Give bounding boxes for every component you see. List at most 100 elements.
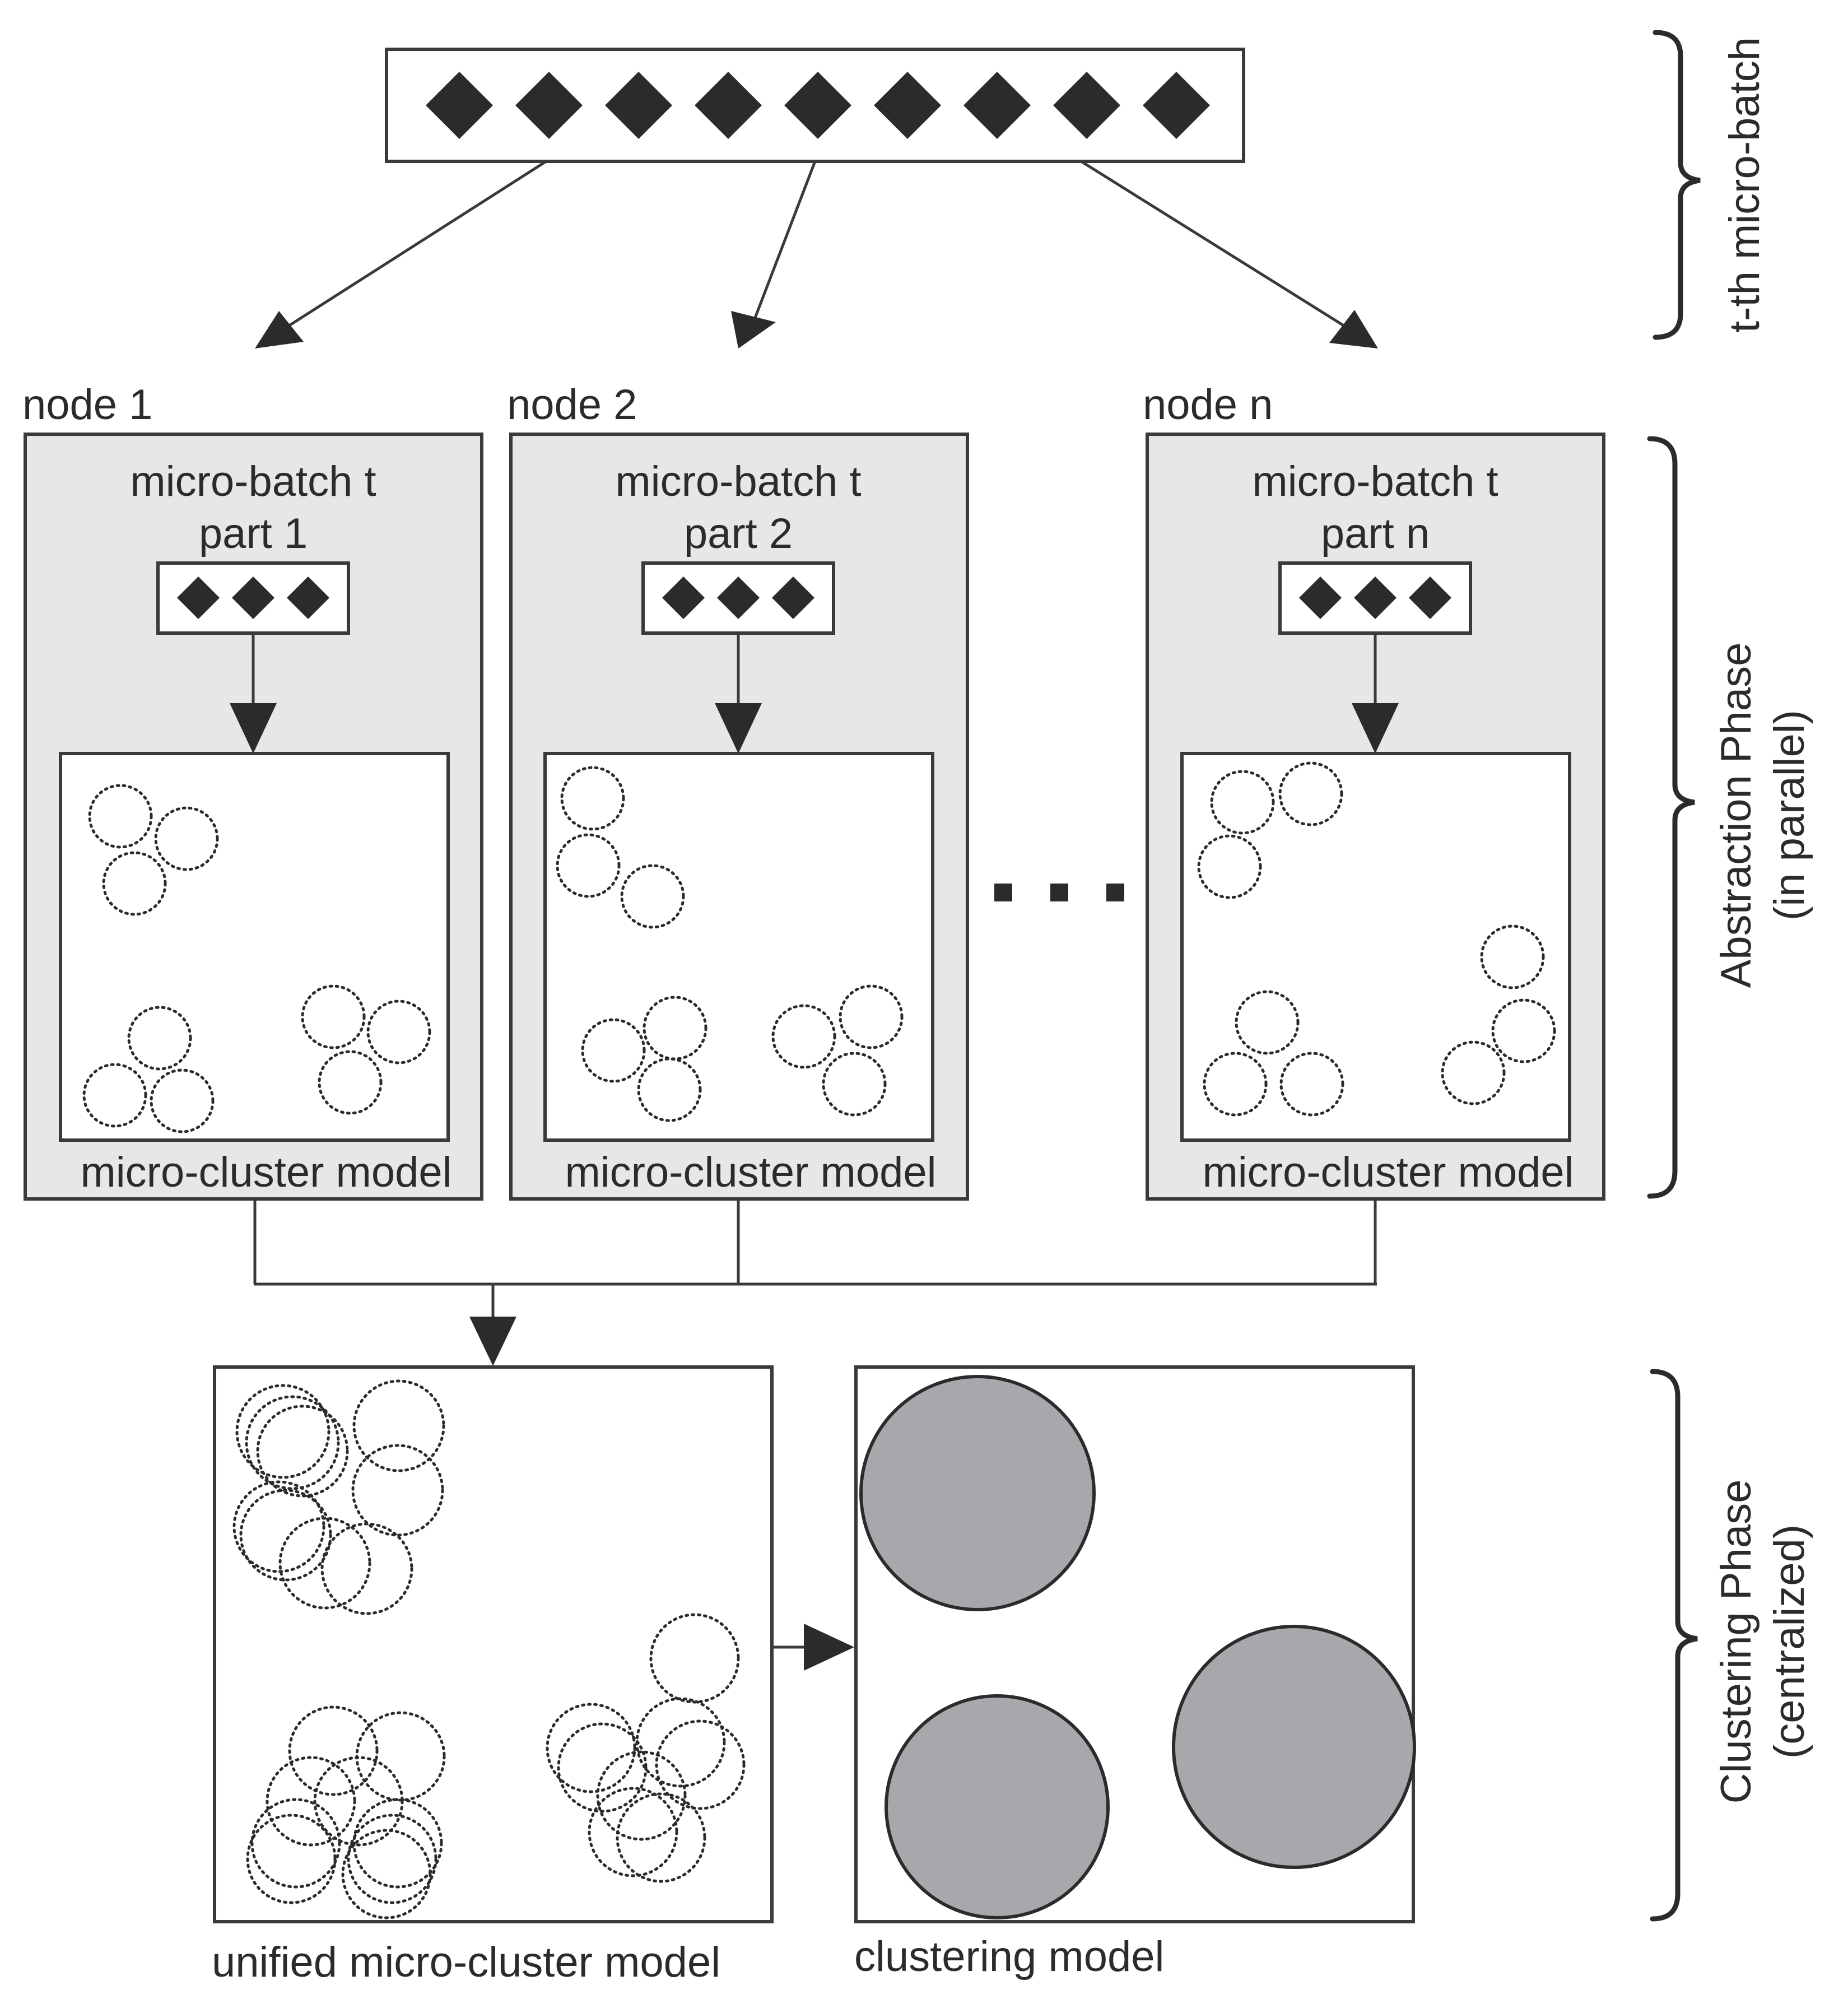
batch-brace xyxy=(1653,30,1701,340)
node-2: node 2 micro-batch t part 2 micro-cluste… xyxy=(507,381,969,1201)
micro-cluster xyxy=(1235,990,1300,1055)
micro-cluster xyxy=(596,1750,687,1841)
micro-cluster xyxy=(560,766,625,831)
micro-cluster xyxy=(351,1444,444,1537)
data-item-diamond xyxy=(177,577,220,619)
split-arrows xyxy=(255,160,1378,348)
micro-cluster xyxy=(822,1052,887,1117)
node-2-batch-line1: micro-batch t xyxy=(615,458,861,505)
micro-cluster xyxy=(320,1522,413,1615)
micro-batch-items xyxy=(426,72,1210,139)
node-n-down-arrowhead xyxy=(1352,703,1399,754)
unified-model: unified micro-cluster model xyxy=(212,1365,774,1986)
micro-cluster xyxy=(771,1004,836,1069)
micro-cluster xyxy=(341,1829,432,1919)
micro-cluster xyxy=(1278,761,1343,826)
batch-phase-label: t-th micro-batch xyxy=(1721,37,1768,333)
micro-cluster xyxy=(82,1063,147,1128)
micro-cluster xyxy=(839,984,904,1049)
micro-cluster xyxy=(616,1792,706,1883)
node-1: node 1 micro-batch t part 1 micro-cluste… xyxy=(22,381,483,1201)
micro-cluster xyxy=(235,1384,331,1479)
micro-cluster xyxy=(150,1068,215,1133)
ellipsis-dot xyxy=(1106,884,1124,901)
micro-cluster xyxy=(557,1722,648,1813)
node-n-micro-cluster-box xyxy=(1180,752,1571,1142)
cluster-arrowhead xyxy=(804,1624,854,1671)
split-arrow-node-1 xyxy=(285,160,547,329)
micro-cluster xyxy=(301,984,366,1049)
node-n-partition-items xyxy=(1299,577,1451,619)
phase-annotations: t-th micro-batch Abstraction Phase (in p… xyxy=(1647,30,1813,1922)
data-item-diamond xyxy=(772,577,814,619)
data-item-diamond xyxy=(784,72,851,139)
clustering-model: clustering model xyxy=(854,1365,1416,1981)
node-2-partition-items xyxy=(662,577,814,619)
split-arrowhead-node-n xyxy=(1329,310,1378,348)
node-1-model-label: micro-cluster model xyxy=(80,1149,451,1196)
micro-cluster xyxy=(588,1787,678,1877)
data-item-diamond xyxy=(515,72,583,139)
micro-cluster xyxy=(278,1517,371,1610)
node-2-micro-clusters xyxy=(556,766,904,1122)
micro-cluster xyxy=(637,1057,702,1122)
data-item-diamond xyxy=(232,577,274,619)
micro-cluster xyxy=(1480,924,1545,989)
node-n-micro-clusters xyxy=(1197,761,1556,1117)
node-1-down-arrowhead xyxy=(230,703,277,754)
micro-cluster xyxy=(127,1006,192,1071)
node-2-title: node 2 xyxy=(507,381,637,429)
micro-cluster xyxy=(239,1489,332,1582)
data-item-diamond xyxy=(963,72,1031,139)
micro-cluster xyxy=(245,1395,340,1490)
micro-cluster xyxy=(1210,770,1275,835)
node-1-micro-cluster-box xyxy=(59,752,450,1142)
abstraction-phase-label-line1: Abstraction Phase xyxy=(1712,643,1760,988)
split-arrowhead-node-2 xyxy=(731,311,776,348)
data-item-diamond xyxy=(1409,577,1451,619)
unified-model-box xyxy=(213,1365,774,1923)
unified-model-label: unified micro-cluster model xyxy=(212,1938,720,1986)
node-n-model-label: micro-cluster model xyxy=(1202,1149,1574,1196)
node-1-batch-line2: part 1 xyxy=(199,510,308,557)
micro-cluster xyxy=(655,1719,746,1810)
data-item-diamond xyxy=(874,72,941,139)
split-arrow-node-2 xyxy=(752,161,817,323)
node-2-micro-cluster-box xyxy=(543,752,934,1142)
ellipsis-dot xyxy=(994,884,1012,901)
data-item-diamond xyxy=(695,72,762,139)
data-item-diamond xyxy=(605,72,672,139)
data-item-diamond xyxy=(662,577,705,619)
split-arrow-node-n xyxy=(1080,160,1348,329)
abstraction-phase-label-line2: (in parallel) xyxy=(1766,710,1813,921)
micro-cluster xyxy=(246,1814,337,1904)
micro-cluster xyxy=(649,1613,740,1704)
micro-cluster xyxy=(313,1756,404,1847)
micro-cluster xyxy=(1441,1040,1506,1105)
merge-connector xyxy=(253,1199,1377,1366)
micro-cluster xyxy=(1203,1052,1268,1117)
ellipsis-dot xyxy=(1050,884,1068,901)
micro-cluster xyxy=(347,1814,437,1904)
abstraction-brace xyxy=(1647,436,1695,1199)
micro-cluster xyxy=(266,1756,356,1847)
micro-cluster xyxy=(88,784,153,849)
micro-cluster xyxy=(154,806,219,871)
clustering-phase-label-line2: (centralized) xyxy=(1766,1524,1813,1759)
clustering-phase-label-line1: Clustering Phase xyxy=(1712,1480,1760,1804)
node-n-title: node n xyxy=(1143,381,1273,429)
node-2-batch-line2: part 2 xyxy=(684,510,793,557)
data-item-diamond xyxy=(1143,72,1210,139)
micro-cluster xyxy=(620,864,685,929)
micro-cluster xyxy=(546,1703,636,1793)
node-n-batch-line1: micro-batch t xyxy=(1252,458,1498,505)
node-1-partition-items xyxy=(177,577,329,619)
clustering-model-label: clustering model xyxy=(854,1933,1164,1981)
final-cluster xyxy=(885,1694,1110,1919)
final-cluster xyxy=(1172,1625,1416,1869)
micro-cluster xyxy=(366,1000,431,1064)
micro-cluster xyxy=(102,851,167,916)
micro-cluster xyxy=(556,833,621,898)
micro-cluster xyxy=(1197,834,1262,899)
